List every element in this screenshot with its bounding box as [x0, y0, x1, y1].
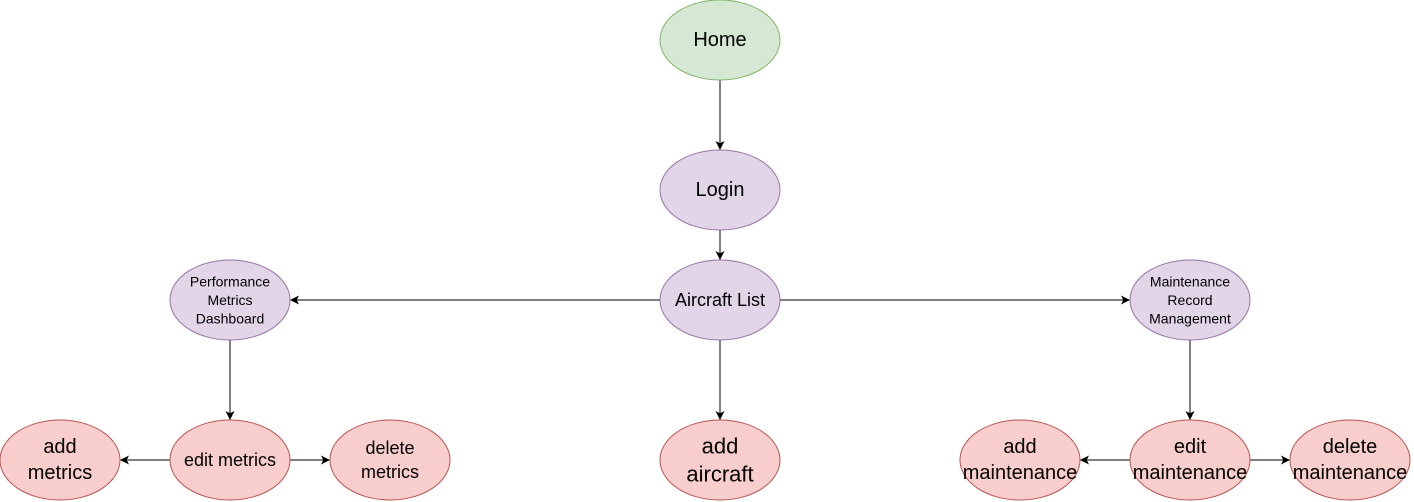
- node-label-add-aircraft-line-2: aircraft: [686, 462, 753, 487]
- node-aircraft-list: Aircraft List: [659, 259, 781, 341]
- node-label-performance-line-1: Performance: [190, 274, 270, 290]
- node-label-performance-line-2: Metrics: [207, 292, 252, 308]
- node-label-edit-metrics-line-1: edit metrics: [184, 450, 276, 470]
- node-shape-add-maintenance: [959, 419, 1081, 501]
- node-add-maintenance: add maintenance: [959, 419, 1081, 501]
- node-login: Login: [659, 149, 781, 231]
- node-add-aircraft: add aircraft: [659, 419, 781, 501]
- node-shape-delete-metrics: [329, 419, 451, 501]
- node-label-maintenance-line-1: Maintenance: [1150, 274, 1230, 290]
- node-label-performance-line-3: Dashboard: [196, 311, 265, 327]
- node-label-add-aircraft-line-1: add: [702, 434, 739, 459]
- node-edit-metrics: edit metrics: [169, 419, 291, 501]
- node-label-delete-metrics-line-2: metrics: [361, 462, 419, 482]
- edges-layer: [120, 80, 1290, 465]
- node-label-add-metrics-line-2: metrics: [28, 462, 92, 484]
- node-label-maintenance-line-3: Management: [1149, 311, 1231, 327]
- node-delete-metrics: delete metrics: [329, 419, 451, 501]
- node-shape-edit-maintenance: [1129, 419, 1251, 501]
- node-shape-home: [659, 0, 781, 81]
- node-shape-add-aircraft: [659, 419, 781, 501]
- node-label-maintenance-line-2: Record: [1167, 292, 1212, 308]
- node-shape-performance: [169, 259, 291, 341]
- node-label-delete-maintenance-line-2: maintenance: [1293, 462, 1408, 484]
- node-shape-aircraft-list: [659, 259, 781, 341]
- node-label-delete-maintenance-line-1: delete: [1323, 436, 1378, 458]
- node-add-metrics: add metrics: [0, 419, 121, 501]
- node-label-aircraft-list-line-1: Aircraft List: [675, 290, 765, 310]
- node-shape-add-metrics: [0, 419, 121, 501]
- node-label-login-line-1: Login: [696, 179, 745, 201]
- node-label-edit-maintenance-line-1: edit: [1174, 436, 1207, 458]
- node-label-add-maintenance-line-1: add: [1003, 436, 1036, 458]
- node-shape-login: [659, 149, 781, 231]
- node-shape-maintenance: [1129, 259, 1251, 341]
- node-home: Home: [659, 0, 781, 81]
- node-label-edit-maintenance-line-2: maintenance: [1133, 462, 1248, 484]
- node-label-home-line-1: Home: [693, 29, 746, 51]
- node-delete-maintenance: delete maintenance: [1289, 419, 1411, 501]
- node-shape-delete-maintenance: [1289, 419, 1411, 501]
- node-shape-edit-metrics: [169, 419, 291, 501]
- node-label-add-maintenance-line-2: maintenance: [963, 462, 1078, 484]
- node-edit-maintenance: edit maintenance: [1129, 419, 1251, 501]
- node-label-delete-metrics-line-1: delete: [365, 438, 414, 458]
- node-label-add-metrics-line-1: add: [43, 436, 76, 458]
